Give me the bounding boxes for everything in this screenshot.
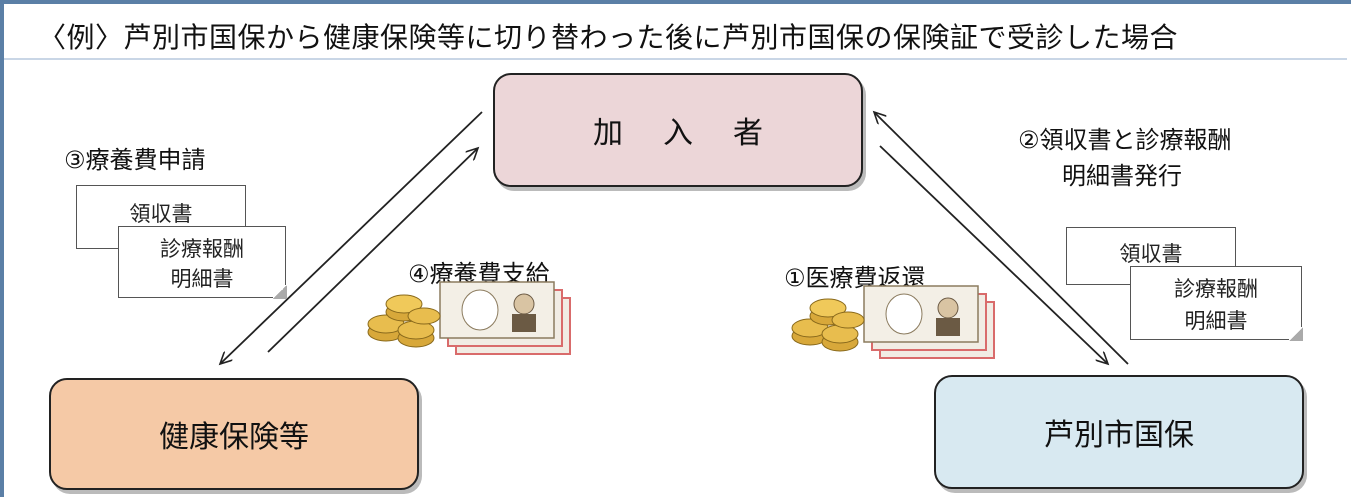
- ashibetsu-nhi-label: 芦別市国保: [1044, 418, 1194, 453]
- step2-label-line1: ②領収書と診療報酬: [1018, 126, 1232, 154]
- coins-icon: [367, 294, 441, 348]
- statement-label-right-2: 明細書: [1184, 309, 1248, 333]
- arrow-health-to-member: [267, 148, 478, 353]
- statement-label-left-2: 明細書: [170, 267, 234, 291]
- statement-label-left-1: 診療報酬: [160, 237, 244, 261]
- receipt-label-left: 領収書: [129, 202, 193, 226]
- step3-label: ③療養費申請: [64, 146, 206, 174]
- member-label: 加入者: [593, 116, 803, 151]
- member-box: 加入者: [493, 73, 863, 187]
- statement-document-right: 診療報酬 明細書: [1130, 266, 1303, 341]
- diagram-title: 〈例〉芦別市国保から健康保険等に切り替わった後に芦別市国保の保険証で受診した場合: [38, 21, 1179, 54]
- arrow-member-to-health: [220, 111, 483, 364]
- statement-label-right-1: 診療報酬: [1174, 277, 1258, 301]
- coins-icon: [791, 298, 865, 352]
- banknotes-icon: [439, 281, 571, 355]
- ashibetsu-nhi-box: 芦別市国保: [934, 375, 1304, 489]
- statement-document-left: 診療報酬 明細書: [118, 226, 287, 299]
- health-insurance-box: 健康保険等: [49, 378, 419, 490]
- step2-label-line2: 明細書発行: [1062, 162, 1182, 190]
- money-illustration-left: [367, 281, 571, 355]
- title-bar: 〈例〉芦別市国保から健康保険等に切り替わった後に芦別市国保の保険証で受診した場合: [4, 4, 1347, 60]
- banknotes-icon: [863, 285, 995, 359]
- arrow-member-to-nhi: [879, 145, 1108, 364]
- health-insurance-label: 健康保険等: [159, 420, 309, 455]
- receipt-label-right: 領収書: [1119, 242, 1183, 266]
- money-illustration-right: [791, 285, 995, 359]
- arrow-nhi-to-member: [874, 112, 1129, 365]
